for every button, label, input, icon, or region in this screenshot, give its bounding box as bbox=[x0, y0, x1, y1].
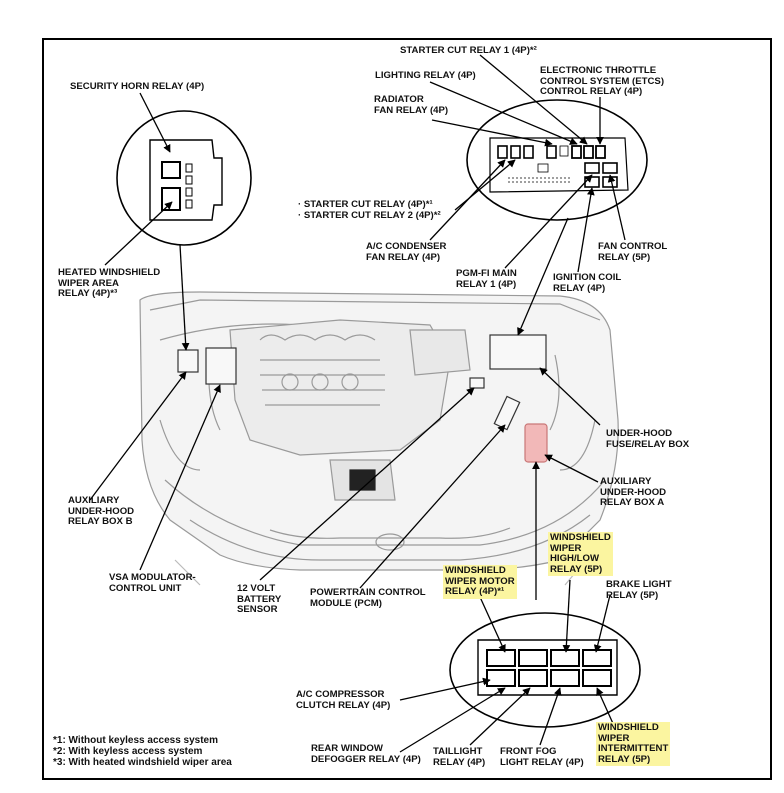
label-vsa-modulator: VSA MODULATOR- CONTROL UNIT bbox=[109, 572, 196, 594]
aux-box-b-shape bbox=[177, 349, 199, 373]
fuse-box-detail bbox=[466, 99, 648, 221]
leader-lines bbox=[89, 54, 626, 753]
under-hood-fuse-box-shape bbox=[489, 334, 547, 370]
label-pgm-fi-main-relay: PGM-FI MAIN RELAY 1 (4P) bbox=[456, 268, 517, 290]
vsa-modulator-shape bbox=[205, 347, 237, 385]
label-lighting-relay: LIGHTING RELAY (4P) bbox=[375, 70, 476, 81]
footnote-3: *3: With heated windshield wiper area bbox=[53, 757, 232, 768]
wiper-relay-box-detail bbox=[449, 612, 641, 728]
label-front-fog-relay: FRONT FOG LIGHT RELAY (4P) bbox=[500, 746, 584, 768]
label-brake-light-relay: BRAKE LIGHT RELAY (5P) bbox=[606, 579, 672, 601]
label-starter-cut-relay: · STARTER CUT RELAY (4P)*¹ · STARTER CUT… bbox=[298, 199, 441, 221]
aux-box-a-shape bbox=[524, 423, 548, 463]
label-battery-sensor: 12 VOLT BATTERY SENSOR bbox=[237, 583, 282, 615]
battery-sensor-shape bbox=[469, 377, 485, 389]
label-heated-windshield-relay: HEATED WINDSHIELD WIPER AREA RELAY (4P)*… bbox=[58, 267, 161, 299]
label-aux-under-hood-box-a: AUXILIARY UNDER-HOOD RELAY BOX A bbox=[600, 476, 667, 508]
label-pcm: POWERTRAIN CONTROL MODULE (PCM) bbox=[310, 587, 426, 609]
label-radiator-fan-relay: RADIATOR FAN RELAY (4P) bbox=[374, 94, 449, 116]
label-security-horn-relay: SECURITY HORN RELAY (4P) bbox=[70, 81, 205, 92]
label-starter-cut-relay-1: STARTER CUT RELAY 1 (4P)*² bbox=[400, 45, 537, 56]
label-etcs-relay: ELECTRONIC THROTTLE CONTROL SYSTEM (ETCS… bbox=[540, 65, 665, 97]
label-aux-under-hood-box-b: AUXILIARY UNDER-HOOD RELAY BOX B bbox=[68, 495, 135, 527]
label-wiper-high-low-relay: WINDSHIELD WIPER HIGH/LOW RELAY (5P) bbox=[548, 532, 613, 576]
label-ac-compressor-relay: A/C COMPRESSOR CLUTCH RELAY (4P) bbox=[296, 689, 391, 711]
label-ac-condenser-fan-relay: A/C CONDENSER FAN RELAY (4P) bbox=[366, 241, 447, 263]
label-under-hood-fuse-box: UNDER-HOOD FUSE/RELAY BOX bbox=[606, 428, 690, 450]
label-wiper-intermittent-relay: WINDSHIELD WIPER INTERMITTENT RELAY (5P) bbox=[596, 722, 671, 766]
diagram-frame bbox=[42, 38, 772, 780]
footnote-1: *1: Without keyless access system bbox=[53, 735, 218, 746]
label-fan-control-relay: FAN CONTROL RELAY (5P) bbox=[598, 241, 668, 263]
label-taillight-relay: TAILLIGHT RELAY (4P) bbox=[433, 746, 486, 768]
label-ignition-coil-relay: IGNITION COIL RELAY (4P) bbox=[553, 272, 622, 294]
label-wiper-motor-relay: WINDSHIELD WIPER MOTOR RELAY (4P)*¹ bbox=[443, 565, 517, 599]
label-rear-defogger-relay: REAR WINDOW DEFOGGER RELAY (4P) bbox=[311, 743, 421, 765]
security-horn-detail bbox=[116, 110, 252, 246]
footnote-2: *2: With keyless access system bbox=[53, 746, 203, 757]
